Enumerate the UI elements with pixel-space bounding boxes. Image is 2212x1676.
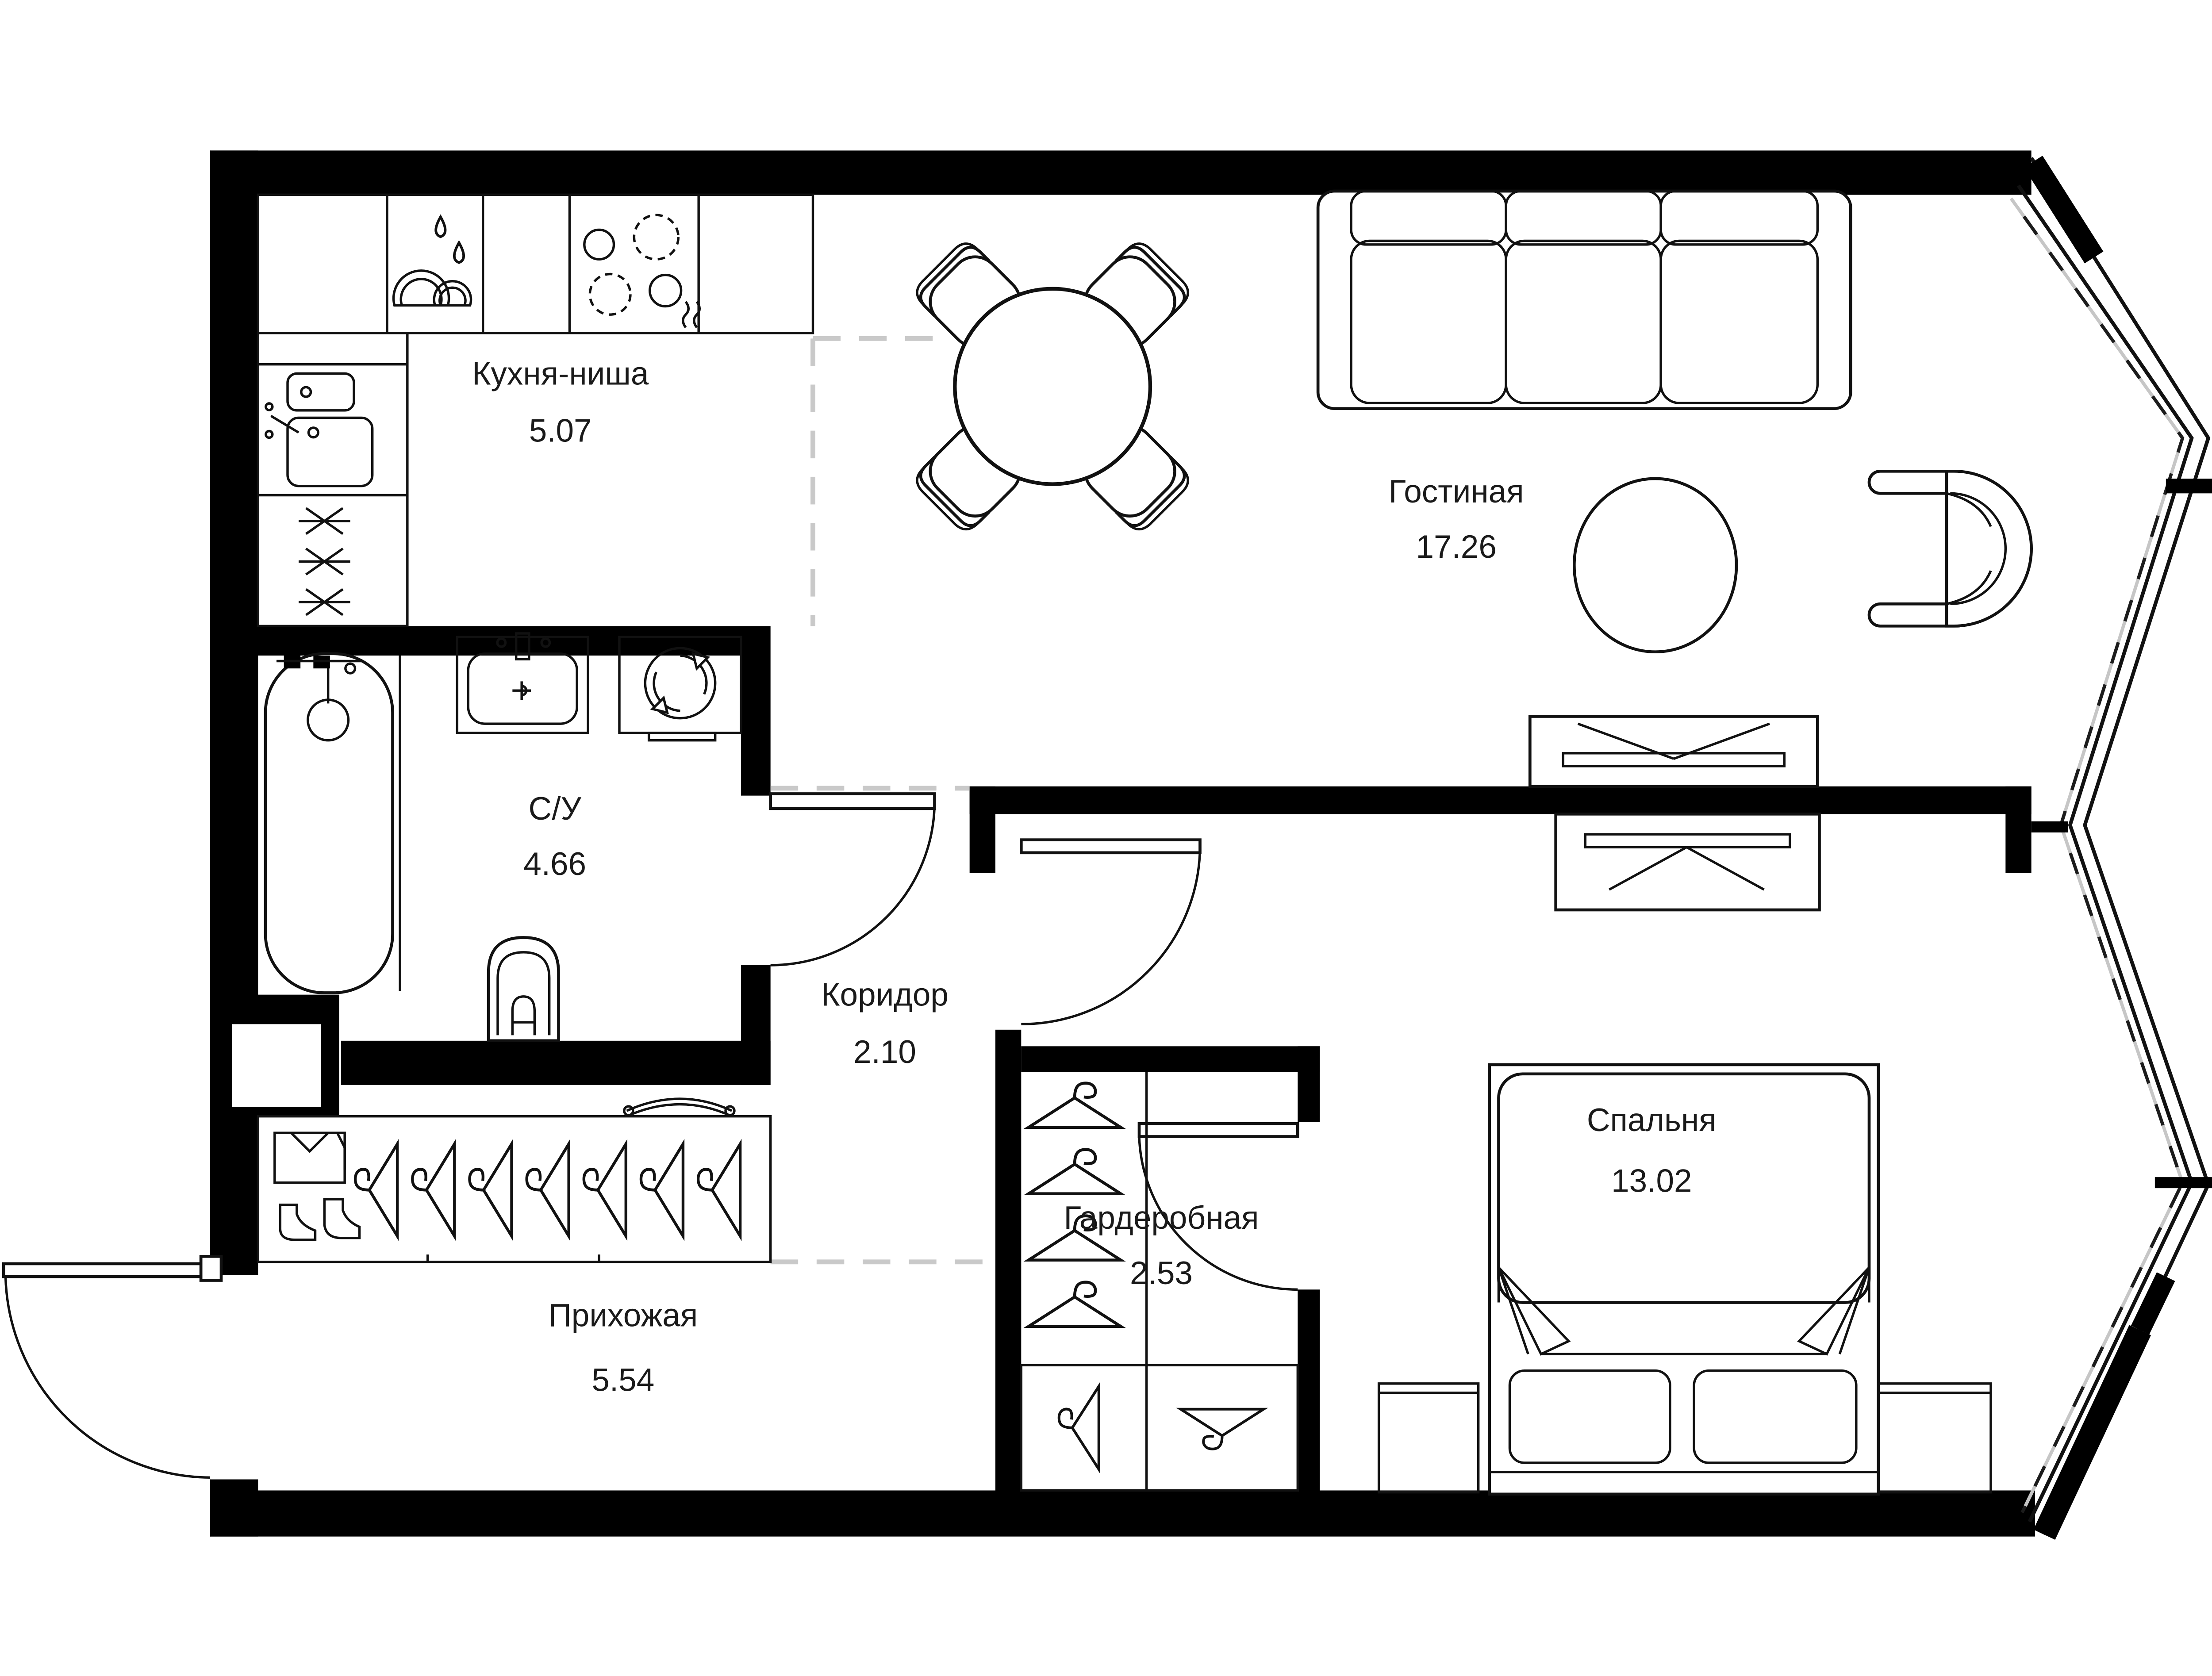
pillow — [1508, 1369, 1671, 1464]
wardrobe-door-leaf — [1137, 1122, 1299, 1138]
bay-apex-pier-upper — [2166, 479, 2212, 494]
boots-icon — [279, 1198, 361, 1241]
doors — [2, 792, 1299, 1479]
wall-divider — [969, 786, 2032, 814]
walls — [210, 150, 2035, 1537]
room-label-wardrobe-name: Гардеробная — [1064, 1200, 1259, 1236]
room-label-bedroom-name: Спальня — [1587, 1102, 1717, 1138]
tv-unit-icon — [1554, 813, 1821, 912]
nightstand-icon — [1377, 1382, 1480, 1494]
folded-clothes-icon — [273, 1131, 346, 1184]
fridge-icon — [299, 507, 350, 616]
kitchen-fixtures — [257, 193, 814, 628]
bathroom-door-swing — [770, 803, 936, 966]
room-label-hallway-area: 5.54 — [591, 1362, 654, 1398]
room-label-corridor-area: 2.10 — [853, 1034, 916, 1070]
dining-table-icon — [953, 287, 1152, 486]
bedroom-door-swing — [1021, 847, 1202, 1026]
kitchen-sink-icon — [265, 372, 374, 487]
bathtub-icon — [264, 652, 401, 994]
wall-corridor-wardrobe-left — [995, 1029, 1022, 1491]
interior-door-wardrobe — [1137, 1122, 1299, 1291]
wall-top — [210, 150, 2032, 195]
wardrobe-fixtures — [1020, 1072, 1299, 1492]
wall-wardrobe-top — [1021, 1046, 1320, 1072]
room-label-wardrobe-area: 2.53 — [1130, 1255, 1193, 1291]
wall-divider-right-cap — [2005, 786, 2032, 873]
armchair-icon — [1867, 470, 2033, 628]
room-label-bathroom-name: С/У — [529, 791, 582, 827]
room-label-living-area: 17.26 — [1416, 529, 1496, 565]
entrance-door-leaf — [2, 1262, 212, 1278]
nightstand-icon — [1877, 1382, 1992, 1494]
room-label-kitchen-name: Кухня-ниша — [472, 356, 649, 392]
bay-window-inner-line — [2017, 184, 2194, 1523]
utility-shaft-inner — [232, 1024, 321, 1107]
tv-unit-icon — [1528, 715, 1819, 788]
washing-machine-icon — [618, 636, 742, 742]
bench-icon — [623, 1097, 736, 1118]
living-furniture — [911, 189, 2033, 788]
bay-valley-stub — [2031, 821, 2068, 832]
coffee-table-icon — [1573, 477, 1738, 654]
wall-wardrobe-right-lower — [1298, 1289, 1320, 1491]
bedroom-furniture — [1377, 813, 1992, 1496]
hanger-icon — [355, 1144, 740, 1236]
kitchen-counter-top — [257, 193, 814, 334]
room-label-kitchen-area: 5.07 — [529, 413, 592, 449]
bay-window-glazing-dash-light — [2009, 197, 2185, 1514]
dish-dryer-icon — [392, 217, 472, 307]
stove-icon — [583, 214, 701, 328]
room-label-living-name: Гостиная — [1389, 474, 1524, 510]
bathroom-fixtures — [264, 632, 742, 1043]
sofa-icon — [1316, 189, 1852, 410]
wardrobe-door-swing — [1138, 1136, 1298, 1291]
wall-bottom — [210, 1490, 2035, 1537]
room-label-bedroom-area: 13.02 — [1611, 1163, 1692, 1199]
hallway-fixtures — [257, 1097, 772, 1263]
bay-wall-pier — [2033, 1325, 2151, 1540]
wall-bathroom-right-upper — [741, 656, 771, 796]
entrance-door — [2, 1255, 223, 1479]
bay-window-outer-line — [2030, 157, 2211, 1536]
room-label-hallway-name: Прихожая — [548, 1298, 698, 1334]
wall-wardrobe-right-upper — [1298, 1046, 1320, 1122]
bay-apex-pier-lower — [2154, 1177, 2212, 1189]
room-labels: Кухня-ниша 5.07 Гостиная 17.26 С/У 4.66 … — [472, 356, 1717, 1398]
entrance-door-hinge — [199, 1255, 223, 1282]
bay-window — [2009, 155, 2212, 1540]
washbasin-icon — [456, 632, 589, 734]
entrance-door-swing — [4, 1277, 211, 1479]
hallway-wardrobe — [257, 1115, 772, 1263]
wall-bathroom-bottom — [341, 1040, 771, 1085]
room-label-bathroom-area: 4.66 — [523, 846, 586, 882]
interior-door-bedroom — [1020, 838, 1202, 1026]
wall-divider-left-cap — [969, 786, 995, 873]
toilet-icon — [487, 936, 560, 1043]
interior-door-bathroom — [769, 792, 936, 966]
bay-wall-pier — [2131, 1272, 2175, 1335]
bathroom-door-leaf — [769, 792, 936, 810]
kitchen-counter-left — [257, 332, 409, 628]
bedroom-door-leaf — [1020, 838, 1202, 855]
bed-icon — [1488, 1063, 1880, 1496]
pillow — [1693, 1369, 1858, 1464]
wall-bathroom-top — [210, 626, 771, 656]
room-label-corridor-name: Коридор — [821, 977, 949, 1013]
bay-wall-pier — [2024, 155, 2104, 264]
